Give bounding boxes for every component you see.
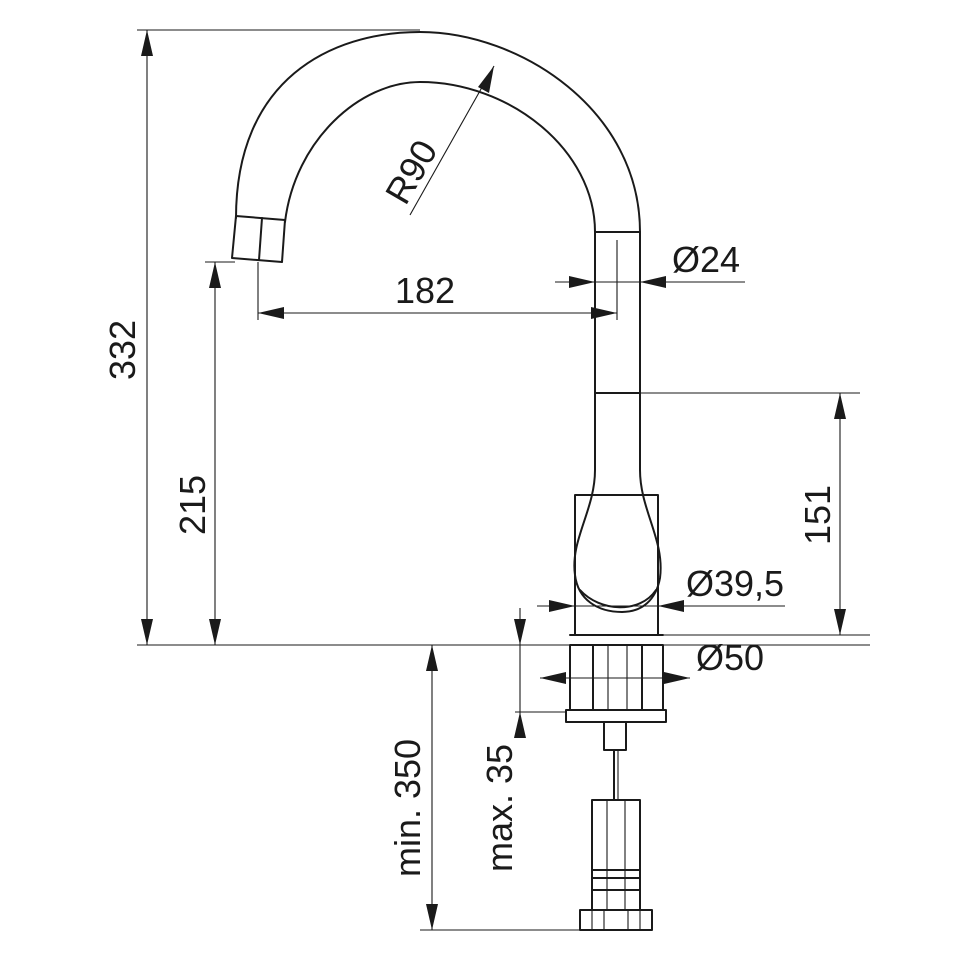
label-spout-height: 215 (172, 475, 213, 535)
label-hose-length: min. 350 (387, 739, 428, 877)
arrow-radius (478, 66, 494, 93)
rod-nut (603, 721, 627, 751)
arrow-hose-bottom (426, 904, 438, 930)
label-body-height: 151 (797, 485, 838, 545)
mixer-body-curve (579, 589, 657, 609)
extension-lines (137, 29, 870, 931)
label-total-height: 332 (102, 320, 143, 380)
arrow-total-top (141, 30, 153, 56)
lever-handle (573, 392, 662, 613)
hose-end-fitting (579, 909, 653, 931)
arrow-dia50-right (664, 672, 690, 684)
dim-line-radius (409, 65, 495, 216)
arrow-body-top (834, 393, 846, 419)
dimension-labels: 332 215 182 R90 Ø24 151 Ø39,5 Ø50 min. 3… (102, 133, 838, 877)
spout-inner-curve (284, 81, 596, 233)
label-body-diameter: Ø39,5 (686, 563, 784, 604)
arrow-dia50-left (540, 672, 566, 684)
arrow-dia24-right (640, 276, 666, 288)
mixer-body (574, 494, 659, 636)
arrow-total-bottom (141, 619, 153, 645)
spout-outer-curve (235, 31, 641, 233)
spout-aerator (231, 215, 286, 263)
arrow-dia24-left (569, 276, 595, 288)
arrow-reach-right (591, 307, 617, 319)
label-countertop-thickness: max. 35 (479, 744, 520, 872)
arrow-body-bottom (834, 609, 846, 635)
faucet-outline (231, 31, 667, 931)
mounting-plate (565, 709, 667, 723)
arrow-countertop-top (514, 619, 526, 645)
arrow-countertop-bottom (514, 712, 526, 738)
arrow-spout-bottom (209, 619, 221, 645)
label-spout-diameter: Ø24 (672, 239, 740, 280)
arrow-dia395-right (658, 600, 684, 612)
arrow-reach-left (258, 307, 284, 319)
label-spout-reach: 182 (395, 270, 455, 311)
spout-aerator-line (258, 217, 263, 261)
arrow-spout-top (209, 262, 221, 288)
label-base-diameter: Ø50 (696, 637, 764, 678)
dimension-lines (141, 30, 846, 930)
hose-body (591, 799, 641, 911)
label-spout-radius: R90 (377, 133, 446, 211)
arrow-dia395-left (549, 600, 575, 612)
arrow-hose-top (426, 645, 438, 671)
